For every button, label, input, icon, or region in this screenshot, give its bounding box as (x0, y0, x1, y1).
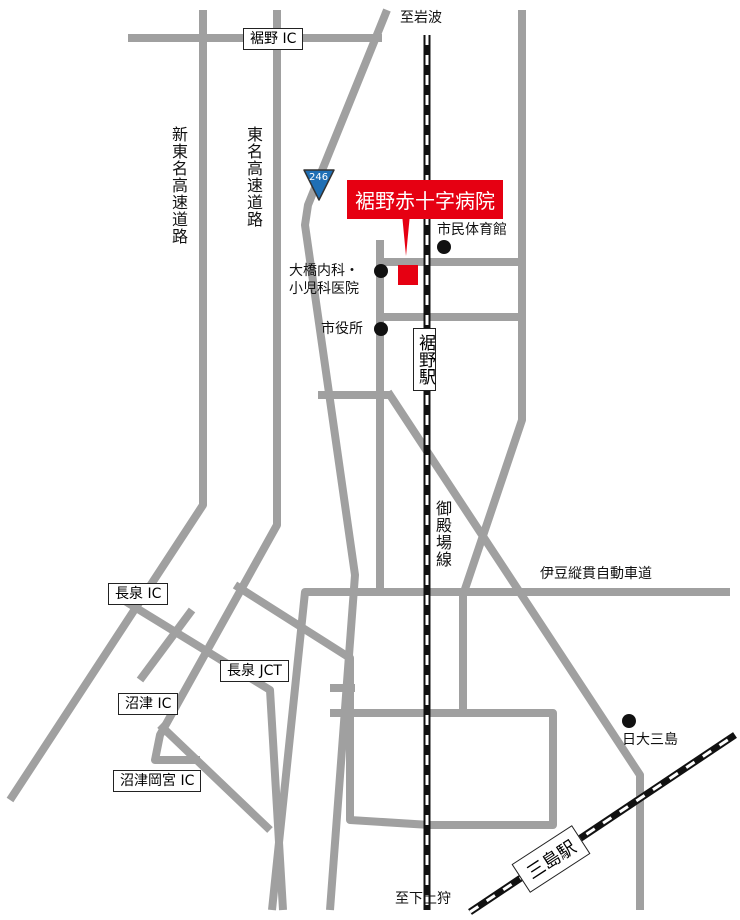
nagaizumi-jct-label: 長泉 JCT (220, 660, 289, 682)
jct-road (117, 594, 287, 911)
susono-station-label: 裾野駅 (413, 328, 436, 391)
local-road-x520 (459, 10, 526, 713)
hospital-pointer (402, 214, 410, 256)
city-hall-label: 市役所 (321, 321, 363, 337)
gym-label: 市民体育館 (437, 222, 507, 238)
clinic-label-2: 小児科医院 (289, 281, 359, 297)
clinic-label-1: 大橋内科・ (289, 263, 359, 279)
route-number: 246 (309, 172, 329, 183)
shin-tomei-road (6, 10, 207, 803)
numazu-okamiya-ic-label: 沼津岡宮 IC (113, 770, 202, 792)
nichidai-label: 日大三島 (622, 732, 678, 748)
diagonal-road (384, 389, 644, 910)
gym-dot-icon (437, 240, 451, 254)
hospital-marker-icon (398, 265, 418, 285)
to-shimotogari-label: 至下土狩 (395, 891, 451, 907)
gotemba-line-label: 御殿場線 (433, 500, 452, 568)
izu-jukan-road (268, 588, 730, 911)
shin-tomei-label: 新東名高速道路 (169, 126, 188, 245)
tokaido-railway (468, 732, 737, 915)
susono-ic-label: 裾野 IC (243, 28, 304, 50)
tomei-label: 東名高速道路 (244, 126, 263, 228)
south-road (136, 607, 196, 683)
nagaizumi-ic-label: 長泉 IC (108, 583, 169, 605)
to-iwanami-label: 至岩波 (400, 10, 442, 26)
clinic-dot-icon (374, 264, 388, 278)
numazu-ic-label: 沼津 IC (118, 693, 179, 715)
city-hall-dot-icon (374, 322, 388, 336)
okamiya-road (157, 722, 273, 833)
izu-jukan-label: 伊豆縦貫自動車道 (540, 566, 652, 582)
tomei-road (151, 10, 281, 764)
hospital-label: 裾野赤十字病院 (347, 180, 503, 219)
nichidai-dot-icon (622, 714, 636, 728)
